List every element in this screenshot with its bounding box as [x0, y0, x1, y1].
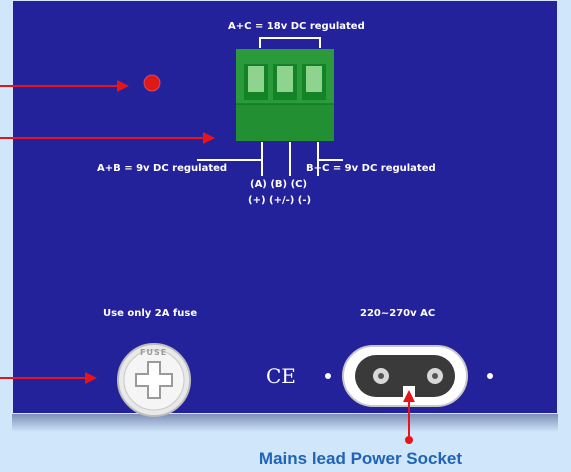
bc-bracket — [317, 142, 343, 161]
ce-mark-icon: CE — [266, 364, 296, 388]
socket-caption: Mains lead Power Socket — [258, 449, 463, 468]
ac-voltage-label: A+C = 18v DC regulated — [228, 21, 365, 32]
panel-bottom-edge — [12, 414, 558, 432]
socket-screw-left — [325, 373, 331, 379]
fuse-holder — [117, 343, 191, 417]
terminal-letters-label: (A) (B) (C) — [250, 179, 308, 190]
ac-bracket — [259, 37, 321, 48]
led-indicator — [144, 75, 160, 91]
fuse-note-label: Use only 2A fuse — [103, 308, 198, 319]
power-socket — [342, 345, 468, 407]
socket-screw-right — [487, 373, 493, 379]
mains-voltage-label: 220~270v AC — [360, 308, 436, 319]
terminal-polarity-label: (+) (+/-) (-) — [248, 195, 312, 206]
bc-voltage-label: B+C = 9v DC regulated — [306, 163, 436, 174]
ab-bracket — [197, 142, 263, 161]
ab-voltage-label: A+B = 9v DC regulated — [97, 163, 228, 174]
terminal-block — [236, 49, 334, 141]
fuse-cap-text: FUSE — [140, 348, 168, 357]
